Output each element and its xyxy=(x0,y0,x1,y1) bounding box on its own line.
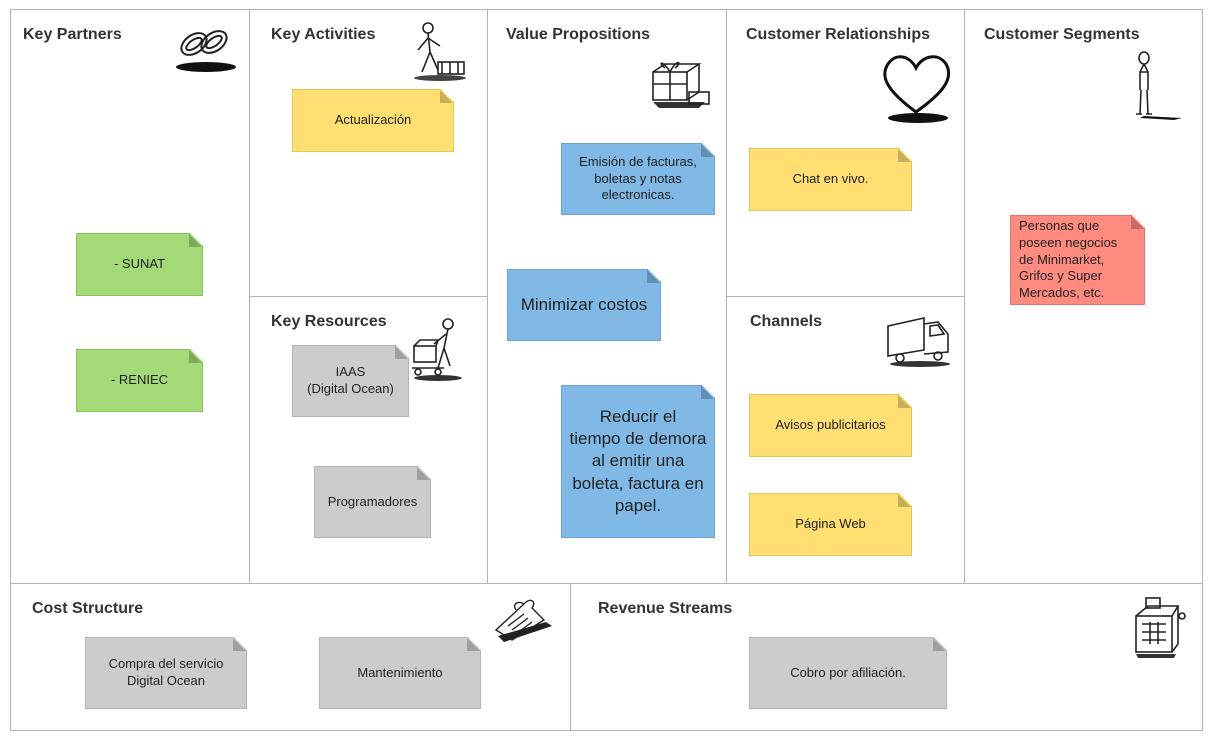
customer-relationships-title: Customer Relationships xyxy=(746,26,931,43)
note-emision[interactable]: Emisión de facturas, boletas y notas ele… xyxy=(561,143,715,215)
note-mantenimiento[interactable]: Mantenimiento xyxy=(319,637,481,709)
channels-title: Channels xyxy=(750,313,823,330)
cash-register-icon xyxy=(1128,594,1186,660)
note-minimizar[interactable]: Minimizar costos xyxy=(507,269,661,341)
delivery-truck-icon xyxy=(884,312,954,368)
receipt-paper-icon xyxy=(488,596,556,648)
gift-box-icon xyxy=(645,54,713,110)
chain-links-icon xyxy=(168,18,240,74)
customer-segments-title: Customer Segments xyxy=(984,26,1140,43)
note-pagina-web[interactable]: Página Web xyxy=(749,493,912,556)
person-working-icon xyxy=(408,20,472,82)
note-actualizacion[interactable]: Actualización xyxy=(292,89,454,152)
standing-person-icon xyxy=(1128,50,1184,122)
note-compra[interactable]: Compra del servicio Digital Ocean xyxy=(85,637,247,709)
note-programadores[interactable]: Programadores xyxy=(314,466,431,538)
key-activities-title: Key Activities xyxy=(271,26,376,43)
note-sunat[interactable]: - SUNAT xyxy=(76,233,203,296)
note-reniec[interactable]: - RENIEC xyxy=(76,349,203,412)
person-pushing-cart-icon xyxy=(408,316,474,384)
note-iaas[interactable]: IAAS (Digital Ocean) xyxy=(292,345,409,417)
key-partners-title: Key Partners xyxy=(23,26,122,43)
note-cobro[interactable]: Cobro por afiliación. xyxy=(749,637,947,709)
key-activities-section xyxy=(249,9,488,297)
note-reducir[interactable]: Reducir el tiempo de demora al emitir un… xyxy=(561,385,715,538)
key-partners-section xyxy=(10,9,250,584)
note-chat[interactable]: Chat en vivo. xyxy=(749,148,912,211)
note-personas[interactable]: Personas que poseen negocios de Minimark… xyxy=(1010,215,1145,305)
cost-structure-title: Cost Structure xyxy=(32,600,144,617)
key-resources-title: Key Resources xyxy=(271,313,387,330)
revenue-streams-title: Revenue Streams xyxy=(598,600,733,617)
heart-icon xyxy=(878,50,954,124)
value-propositions-title: Value Propositions xyxy=(506,26,651,43)
note-avisos[interactable]: Avisos publicitarios xyxy=(749,394,912,457)
